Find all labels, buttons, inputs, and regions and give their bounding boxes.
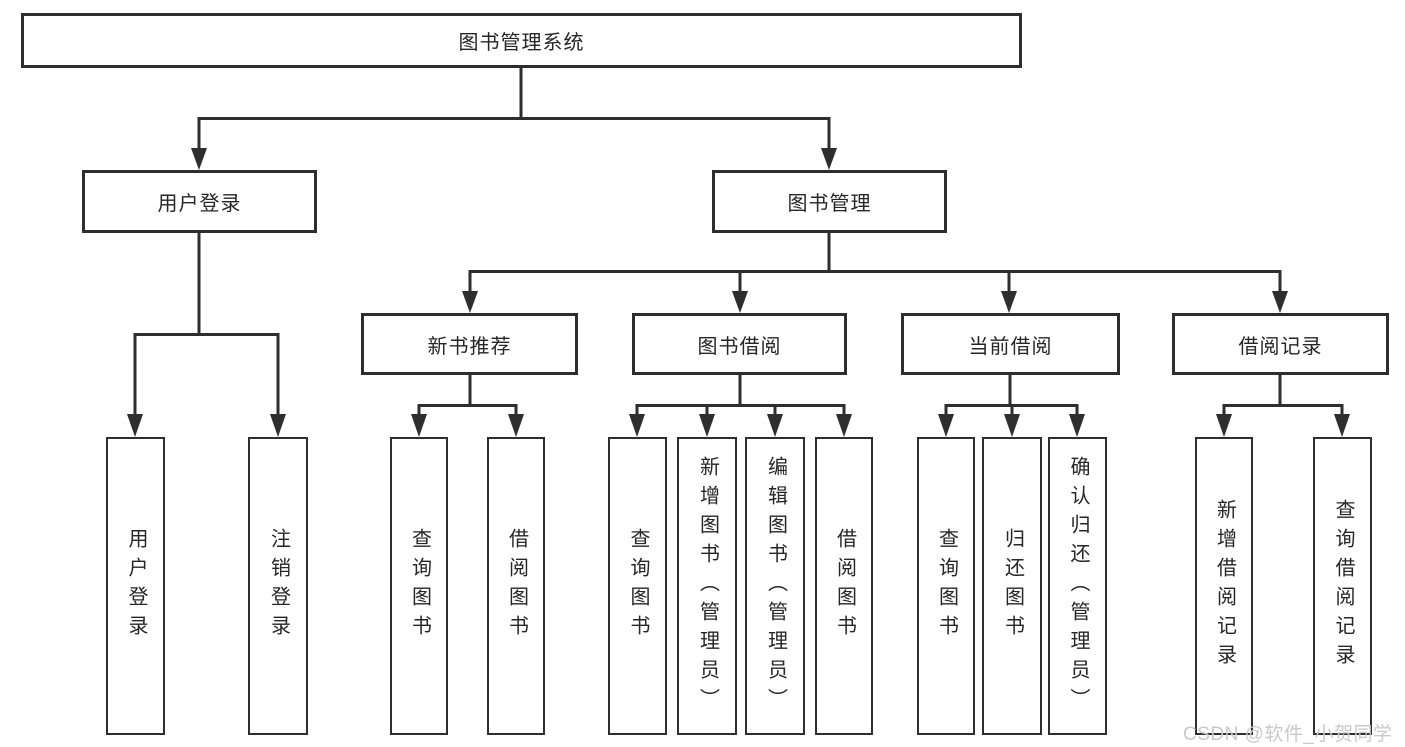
node-add-book-admin: 新增图书（管理员） <box>677 437 737 735</box>
node-user-login: 用户登录 <box>82 170 317 233</box>
node-borrow-books-leaf-label: 借阅图书 <box>833 528 856 644</box>
node-book-borrow: 图书借阅 <box>632 313 847 375</box>
node-query-books-recommend: 查询图书 <box>390 437 448 735</box>
node-add-book-admin-label: 新增图书（管理员） <box>696 455 719 717</box>
arrowheads <box>127 148 1350 437</box>
node-query-books-borrow-label: 查询图书 <box>627 528 649 644</box>
node-add-borrow-record: 新增借阅记录 <box>1195 437 1253 735</box>
node-logout: 注销登录 <box>248 437 308 735</box>
node-borrow-records: 借阅记录 <box>1172 313 1389 375</box>
node-edit-book-admin: 编辑图书（管理员） <box>745 437 805 735</box>
node-logout-label: 注销登录 <box>267 528 290 644</box>
node-user-login-leaf-label: 用户登录 <box>125 528 147 644</box>
node-return-book-label: 归还图书 <box>1001 528 1024 644</box>
node-root-label: 图书管理系统 <box>458 32 585 54</box>
node-current-borrow: 当前借阅 <box>901 313 1120 375</box>
node-new-book-recommend-label: 新书推荐 <box>427 335 512 358</box>
node-query-books-current: 查询图书 <box>917 437 975 735</box>
node-return-book: 归还图书 <box>982 437 1042 735</box>
node-add-borrow-record-label: 新增借阅记录 <box>1213 499 1236 673</box>
node-borrow-books-recommend: 借阅图书 <box>487 437 545 735</box>
node-borrow-books-recommend-label: 借阅图书 <box>505 528 528 644</box>
node-confirm-return-admin-label: 确认归还（管理员） <box>1067 455 1089 717</box>
node-query-borrow-record-label: 查询借阅记录 <box>1332 499 1354 673</box>
connector-root-to-level2 <box>197 68 831 151</box>
node-borrow-books-leaf: 借阅图书 <box>815 437 873 735</box>
node-query-books-recommend-label: 查询图书 <box>408 528 431 644</box>
node-book-borrow-label: 图书借阅 <box>697 335 782 358</box>
node-query-borrow-record: 查询借阅记录 <box>1313 437 1372 735</box>
node-query-books-current-label: 查询图书 <box>935 528 958 644</box>
connector-book-borrow-branch <box>635 375 846 417</box>
node-user-login-leaf: 用户登录 <box>106 437 165 735</box>
node-current-borrow-label: 当前借阅 <box>968 335 1053 358</box>
node-root: 图书管理系统 <box>21 13 1022 68</box>
connector-new-book-branch <box>417 375 518 417</box>
node-edit-book-admin-label: 编辑图书（管理员） <box>764 455 787 717</box>
connector-current-borrow-branch <box>944 375 1079 417</box>
connector-user-login-branch <box>133 233 280 417</box>
node-book-management: 图书管理 <box>712 170 947 233</box>
connector-borrow-records-branch <box>1222 375 1344 417</box>
node-confirm-return-admin: 确认归还（管理员） <box>1048 437 1107 735</box>
node-borrow-records-label: 借阅记录 <box>1238 335 1323 358</box>
connector-book-management-branch <box>468 233 1282 294</box>
node-book-management-label: 图书管理 <box>787 193 872 215</box>
node-new-book-recommend: 新书推荐 <box>361 313 578 375</box>
node-query-books-borrow: 查询图书 <box>608 437 667 735</box>
csdn-watermark: CSDN @软件_小贺同学 <box>1183 724 1393 745</box>
node-user-login-label: 用户登录 <box>157 193 242 215</box>
